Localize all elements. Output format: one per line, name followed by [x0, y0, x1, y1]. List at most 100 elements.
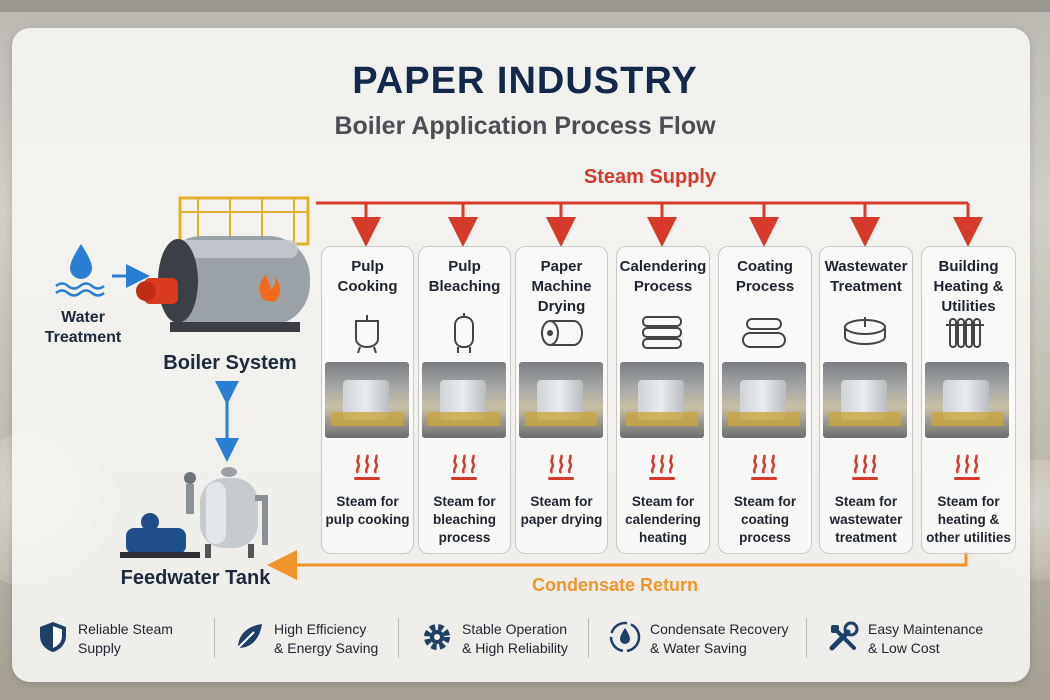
process-description: Steam for bleaching process	[419, 493, 510, 547]
feature-label-line1: Condensate Recovery	[650, 621, 789, 637]
process-desc-line: coating	[740, 512, 789, 527]
condensate-return-label: Condensate Return	[531, 575, 699, 595]
process-title-line: Machine	[531, 278, 592, 295]
process-desc-line: Steam for	[937, 494, 1000, 509]
water-treatment-label-line1: Water	[61, 309, 105, 326]
condensate-return-line	[267, 550, 968, 580]
feature-label: Condensate Recovery & Water Saving	[650, 620, 790, 658]
feature-label-line2: & Energy Saving	[274, 640, 379, 656]
process-title-line: Heating &	[933, 278, 1004, 295]
process-desc-line: paper drying	[520, 512, 603, 527]
feature-item: Easy Maintenance & Low Cost	[826, 612, 1016, 664]
process-desc-line: wastewater	[829, 512, 903, 527]
process-desc-line: Steam for	[733, 494, 797, 509]
process-title-line: Paper	[540, 258, 583, 275]
water-drop-icon	[55, 244, 105, 297]
process-desc-line: heating	[638, 530, 687, 545]
feature-label-line2: & Water Saving	[650, 640, 747, 656]
process-photo	[519, 362, 603, 438]
process-title-line: Pulp	[351, 258, 384, 275]
process-photo	[823, 362, 907, 438]
process-desc-line: bleaching	[432, 512, 496, 527]
feature-label-line1: High Efficiency	[274, 621, 367, 637]
process-photo	[325, 362, 409, 438]
recycle-drop-icon	[608, 620, 642, 654]
feature-label-line2: Supply	[78, 640, 121, 656]
paper-roll-icon	[536, 313, 586, 353]
page-subtitle: Boiler Application Process Flow	[334, 112, 716, 140]
process-desc-line: treatment	[835, 530, 897, 545]
feature-label: High Efficiency & Energy Saving	[274, 620, 414, 658]
process-title-line: Treatment	[830, 278, 902, 295]
process-description: Steam for wastewater treatment	[820, 493, 912, 547]
process-title-line: Coating	[737, 258, 793, 275]
steam-icon	[352, 453, 382, 483]
feature-label-line1: Easy Maintenance	[868, 621, 984, 637]
process-desc-line: pulp cooking	[325, 512, 410, 527]
process-desc-line: process	[438, 530, 491, 545]
process-description: Steam for coating process	[719, 493, 811, 547]
water-treatment: Water Treatment	[38, 308, 128, 348]
steam-icon	[449, 453, 479, 483]
bleaching-tank-icon	[439, 313, 489, 353]
steam-icon	[546, 453, 576, 483]
feature-label: Easy Maintenance & Low Cost	[868, 620, 1008, 658]
feedwater-tank-icon	[120, 467, 268, 558]
process-desc-line: Steam for	[530, 494, 593, 509]
gear-icon	[420, 620, 454, 654]
steam-icon	[749, 453, 779, 483]
process-desc-line: calendering	[625, 512, 701, 527]
process-desc-line: Steam for	[834, 494, 898, 509]
steam-icon	[952, 453, 982, 483]
process-title-line: Building	[938, 258, 999, 275]
steam-drop-arrows	[351, 203, 983, 247]
cooking-vessel-icon	[342, 313, 392, 354]
feature-divider	[806, 618, 807, 658]
page-title: PAPER INDUSTRY	[352, 60, 698, 102]
process-photo	[620, 362, 704, 438]
feature-label-line2: & High Reliability	[462, 640, 568, 656]
process-description: Steam for paper drying	[516, 493, 607, 529]
process-desc-line: Steam for	[336, 494, 399, 509]
process-photo	[925, 362, 1009, 438]
boiler-icon	[136, 196, 310, 332]
feature-label-line2: & Low Cost	[868, 640, 940, 656]
feature-divider	[588, 618, 589, 658]
process-desc-line: process	[739, 530, 791, 545]
shield-icon	[36, 620, 70, 654]
process-title-line: Cooking	[337, 278, 398, 295]
radiator-icon	[942, 313, 992, 353]
process-title-line: Bleaching	[428, 278, 501, 295]
feature-label: Stable Operation & High Reliability	[462, 620, 602, 658]
process-description: Steam for pulp cooking	[322, 493, 413, 529]
leaf-icon	[232, 620, 266, 654]
steam-supply-label: Steam Supply	[583, 166, 717, 188]
feature-label-line1: Stable Operation	[462, 621, 568, 637]
process-desc-line: Steam for	[433, 494, 496, 509]
process-title-line: Wastewater	[824, 258, 908, 275]
background-beam	[0, 0, 1050, 12]
steam-icon	[647, 453, 677, 483]
feature-label-line1: Reliable Steam	[78, 621, 173, 637]
process-title-line: Pulp	[448, 258, 481, 275]
feature-item: Condensate Recovery & Water Saving	[608, 612, 798, 664]
calender-rolls-icon	[637, 313, 687, 353]
steam-icon	[850, 453, 880, 483]
